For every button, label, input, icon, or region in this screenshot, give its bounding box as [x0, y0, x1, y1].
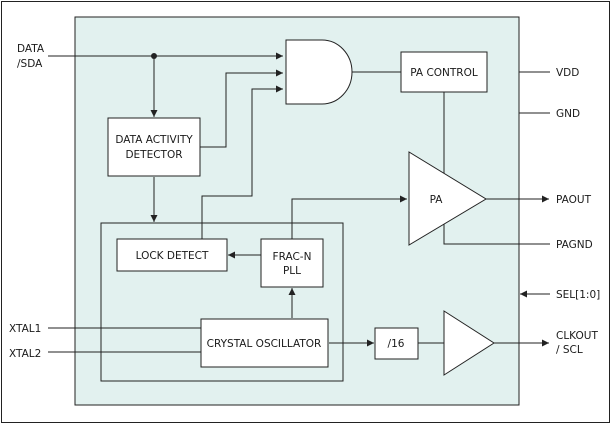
pll-subsystem-frame	[100, 222, 344, 382]
wire-lock-to-and	[201, 85, 283, 239]
data-activity-detector-block	[107, 117, 201, 177]
data-activity-detector-label-line1: DATA ACTIVITY	[115, 134, 193, 146]
divider-label: /16	[388, 338, 405, 350]
and-gate	[285, 39, 353, 105]
wire-pagnd	[443, 223, 550, 245]
pa-control-label: PA CONTROL	[410, 67, 478, 79]
divider-block	[374, 327, 419, 360]
pin-clkout-label-line1: CLKOUT	[556, 330, 598, 342]
pa-control-block	[400, 51, 488, 93]
pin-vdd-label: VDD	[556, 67, 579, 79]
pin-pagnd-label: PAGND	[556, 239, 593, 251]
wire-detector-to-and	[200, 69, 283, 148]
wire-pll-to-pa	[291, 195, 407, 239]
pin-data-label-line2: /SDA	[17, 58, 43, 70]
lock-detect-block	[116, 238, 228, 272]
crystal-oscillator-label: CRYSTAL OSCILLATOR	[207, 338, 322, 350]
crystal-oscillator-block	[200, 318, 329, 368]
clkout-buffer	[443, 310, 495, 376]
pin-data-label-line1: DATA	[17, 43, 45, 55]
frac-n-pll-block	[260, 238, 324, 288]
frac-n-pll-label-line1: FRAC-N	[273, 251, 312, 263]
data-activity-detector-label-line2: DETECTOR	[125, 149, 182, 161]
pa-label: PA	[430, 194, 444, 206]
pa-amplifier	[408, 151, 487, 246]
pin-xtal1-label: XTAL1	[9, 323, 41, 335]
pin-sel-label: SEL[1:0]	[556, 289, 600, 301]
pin-gnd-label: GND	[556, 108, 580, 120]
wires	[48, 52, 550, 353]
frac-n-pll-label-line2: PLL	[283, 265, 301, 277]
lock-detect-label: LOCK DETECT	[136, 250, 209, 262]
pin-clkout-label-line2: / SCL	[556, 344, 583, 356]
pin-xtal2-label: XTAL2	[9, 348, 41, 360]
pin-paout-label: PAOUT	[556, 194, 592, 206]
